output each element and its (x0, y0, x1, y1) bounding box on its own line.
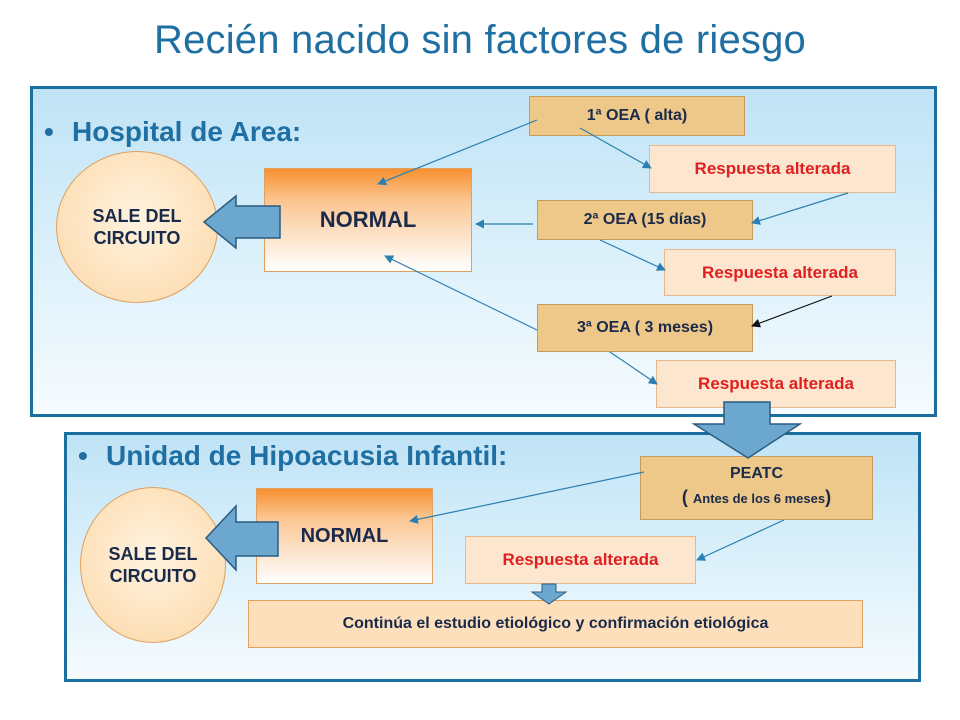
oea1-label: 1ª OEA ( alta) (586, 107, 688, 124)
connector-oea1-normal (377, 119, 538, 186)
peatc-box: PEATC ( Antes de los 6 meses) (640, 456, 873, 520)
exit-arrow-top (202, 194, 281, 250)
unidad-heading: • Unidad de Hipoacusia Infantil: (78, 440, 507, 472)
peatc-line2-wrap: ( Antes de los 6 meses) (641, 487, 872, 508)
page-title: Recién nacido sin factores de riesgo (153, 18, 806, 62)
resp2-box: Respuesta alterada (664, 249, 896, 296)
resp-bottom-label: Respuesta alterada (502, 550, 659, 569)
connector-oea1-resp1 (579, 127, 652, 169)
peatc-line1: PEATC (729, 465, 784, 482)
exit-label-bottom: SALE DEL CIRCUITO (108, 543, 198, 587)
small-down-arrow (530, 583, 568, 605)
normal-box-top: NORMAL (264, 168, 472, 272)
connector-resp2-oea3 (751, 295, 833, 328)
unidad-heading-text: Unidad de Hipoacusia Infantil: (106, 440, 508, 471)
exit-circle-top: SALE DEL CIRCUITO (56, 151, 218, 303)
oea3-label: 3ª OEA ( 3 meses) (576, 319, 714, 336)
connector-oea2-resp2 (599, 239, 666, 271)
resp1-box: Respuesta alterada (649, 145, 896, 193)
hospital-heading-text: Hospital de Area: (72, 116, 302, 147)
connector-peatc-resp (696, 519, 785, 561)
resp3-box: Respuesta alterada (656, 360, 896, 408)
normal-label-top: NORMAL (319, 207, 417, 232)
bullet-icon: • (78, 440, 88, 471)
exit-arrow-bottom (204, 504, 279, 572)
exit-label-top: SALE DEL CIRCUITO (92, 205, 182, 249)
connector-oea3-normal (384, 255, 538, 331)
resp3-label: Respuesta alterada (698, 374, 854, 393)
connector-resp1-oea2 (751, 192, 849, 225)
resp2-label: Respuesta alterada (702, 262, 858, 282)
normal-box-bottom: NORMAL (256, 488, 433, 584)
oea3-box: 3ª OEA ( 3 meses) (537, 304, 753, 352)
resp-bottom-box: Respuesta alterada (465, 536, 696, 584)
hospital-heading: • Hospital de Area: (44, 116, 301, 148)
connector-oea3-resp3 (609, 351, 658, 385)
normal-label-bottom: NORMAL (300, 524, 389, 547)
peatc-paren-open: ( (681, 487, 693, 507)
continua-box: Continúa el estudio etiológico y confirm… (248, 600, 863, 648)
resp1-label: Respuesta alterada (694, 159, 851, 178)
peatc-line2: Antes de los 6 meses (692, 491, 826, 506)
bullet-icon: • (44, 116, 54, 147)
exit-circle-bottom: SALE DEL CIRCUITO (80, 487, 226, 643)
oea1-box: 1ª OEA ( alta) (529, 96, 745, 136)
oea2-box: 2ª OEA (15 días) (537, 200, 753, 240)
down-block-arrow (691, 401, 803, 459)
connector-peatc-normal (409, 471, 645, 524)
continua-label: Continúa el estudio etiológico y confirm… (342, 615, 769, 632)
peatc-paren-close: ) (825, 487, 832, 507)
oea2-label: 2ª OEA (15 días) (583, 211, 707, 228)
